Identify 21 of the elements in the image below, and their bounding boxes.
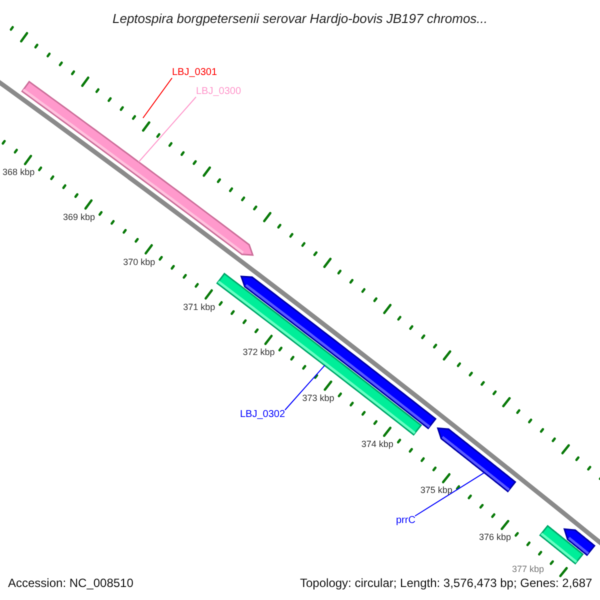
tick-label: 372 kbp [242,348,275,358]
gene-label: prrC [396,516,416,526]
gene-label: LBJ_0300 [196,87,242,97]
tick-label: 375 kbp [420,486,452,496]
leader-line [138,96,196,162]
leader-line [284,364,326,410]
tick-label: 374 kbp [361,440,394,449]
gene-feature [563,528,596,556]
tick-label: 368 kbp [2,168,35,178]
footer-text: Accession: NC_008510 [8,577,134,589]
gene-feature [21,80,254,256]
leader-line [142,78,172,118]
leader-line [414,472,485,516]
tick-label: 376 kbp [479,532,512,542]
gene-label: LBJ_0302 [240,410,286,420]
tick-label: 369 kbp [62,212,95,222]
map-title: Leptospira borgpetersenii serovar Hardjo-bovis JB197 chromos... [111,12,489,25]
tick-label: 373 kbp [302,394,334,403]
gene-label: LBJ_0301 [172,68,218,78]
footer-text: Topology: circular; Length: 3,576,473 bp; Genes: 2,687 [300,577,592,589]
gene-feature [240,276,437,430]
